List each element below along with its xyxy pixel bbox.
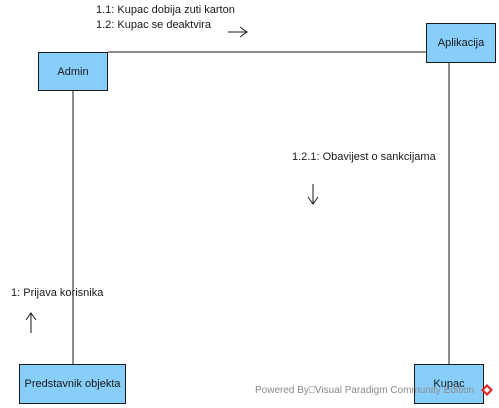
object-aplikacija-label: Aplikacija bbox=[437, 37, 485, 49]
message-1-2: 1.2: Kupac se deaktvira bbox=[96, 19, 211, 31]
object-aplikacija[interactable]: Aplikacija bbox=[426, 23, 496, 63]
watermark-text: Powered By⎕Visual Paradigm Community Edi… bbox=[255, 385, 475, 396]
message-1: 1: Prijava korisnika bbox=[11, 287, 104, 299]
object-kupac-label: Kupac bbox=[433, 378, 465, 390]
object-predstavnik-objekta[interactable]: Predstavnik objekta bbox=[19, 364, 126, 404]
object-admin-label: Admin bbox=[57, 65, 89, 78]
object-kupac[interactable]: Kupac bbox=[414, 364, 484, 404]
object-admin[interactable]: Admin bbox=[38, 52, 108, 91]
arrow-down-icon bbox=[307, 184, 319, 205]
object-predstavnik-objekta-label: Predstavnik objekta bbox=[24, 378, 121, 390]
visual-paradigm-logo-icon bbox=[481, 384, 493, 396]
message-1-1: 1.1: Kupac dobija zuti karton bbox=[96, 4, 235, 16]
arrow-up-icon bbox=[25, 312, 37, 333]
message-1-2-1: 1.2.1: Obavijest o sankcijama bbox=[292, 151, 436, 163]
arrow-right-icon bbox=[228, 26, 248, 38]
